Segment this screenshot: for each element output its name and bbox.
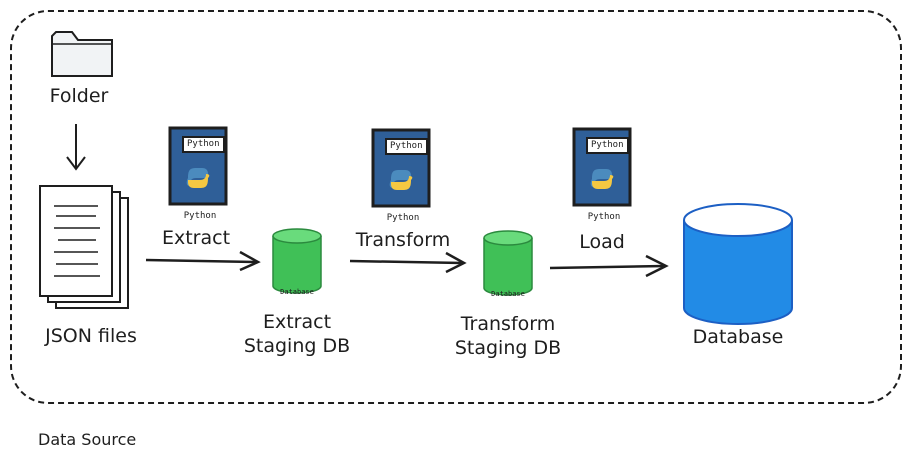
folder-to-files-arrow [66, 124, 86, 171]
extract-staging-inner-label: Database [280, 288, 314, 296]
transform-staging-label-line1: Transform [460, 313, 556, 335]
folder-icon [51, 31, 113, 77]
extract-step-label: Extract [161, 227, 231, 249]
transform-staging-inner-label: Database [491, 290, 525, 298]
transform-step-label: Transform [355, 229, 451, 251]
data-source-boundary [10, 10, 902, 404]
extract-staging-label-line2: Staging DB [243, 335, 351, 357]
target-database-icon [683, 203, 793, 325]
extract-staging-db-icon [272, 228, 322, 294]
load-step-label: Load [579, 231, 625, 253]
folder-label: Folder [49, 85, 109, 107]
json-files-label: JSON files [45, 325, 137, 347]
python-tag-transform: Python [385, 138, 428, 155]
python-caption-transform: Python [386, 213, 420, 223]
transform-staging-db-icon [483, 230, 533, 296]
load-arrow [549, 254, 669, 278]
python-tag-load: Python [586, 137, 629, 154]
python-tag-extract: Python [182, 136, 225, 153]
document-stack-icon [39, 185, 129, 309]
python-caption-load: Python [587, 212, 621, 222]
transform-staging-label-line2: Staging DB [454, 337, 562, 359]
target-database-label: Database [692, 326, 784, 348]
python-caption-extract: Python [183, 211, 217, 221]
extract-arrow [145, 250, 261, 272]
transform-arrow [349, 251, 467, 274]
extract-staging-label-line1: Extract [262, 311, 332, 333]
data-source-caption: Data Source [38, 430, 137, 449]
